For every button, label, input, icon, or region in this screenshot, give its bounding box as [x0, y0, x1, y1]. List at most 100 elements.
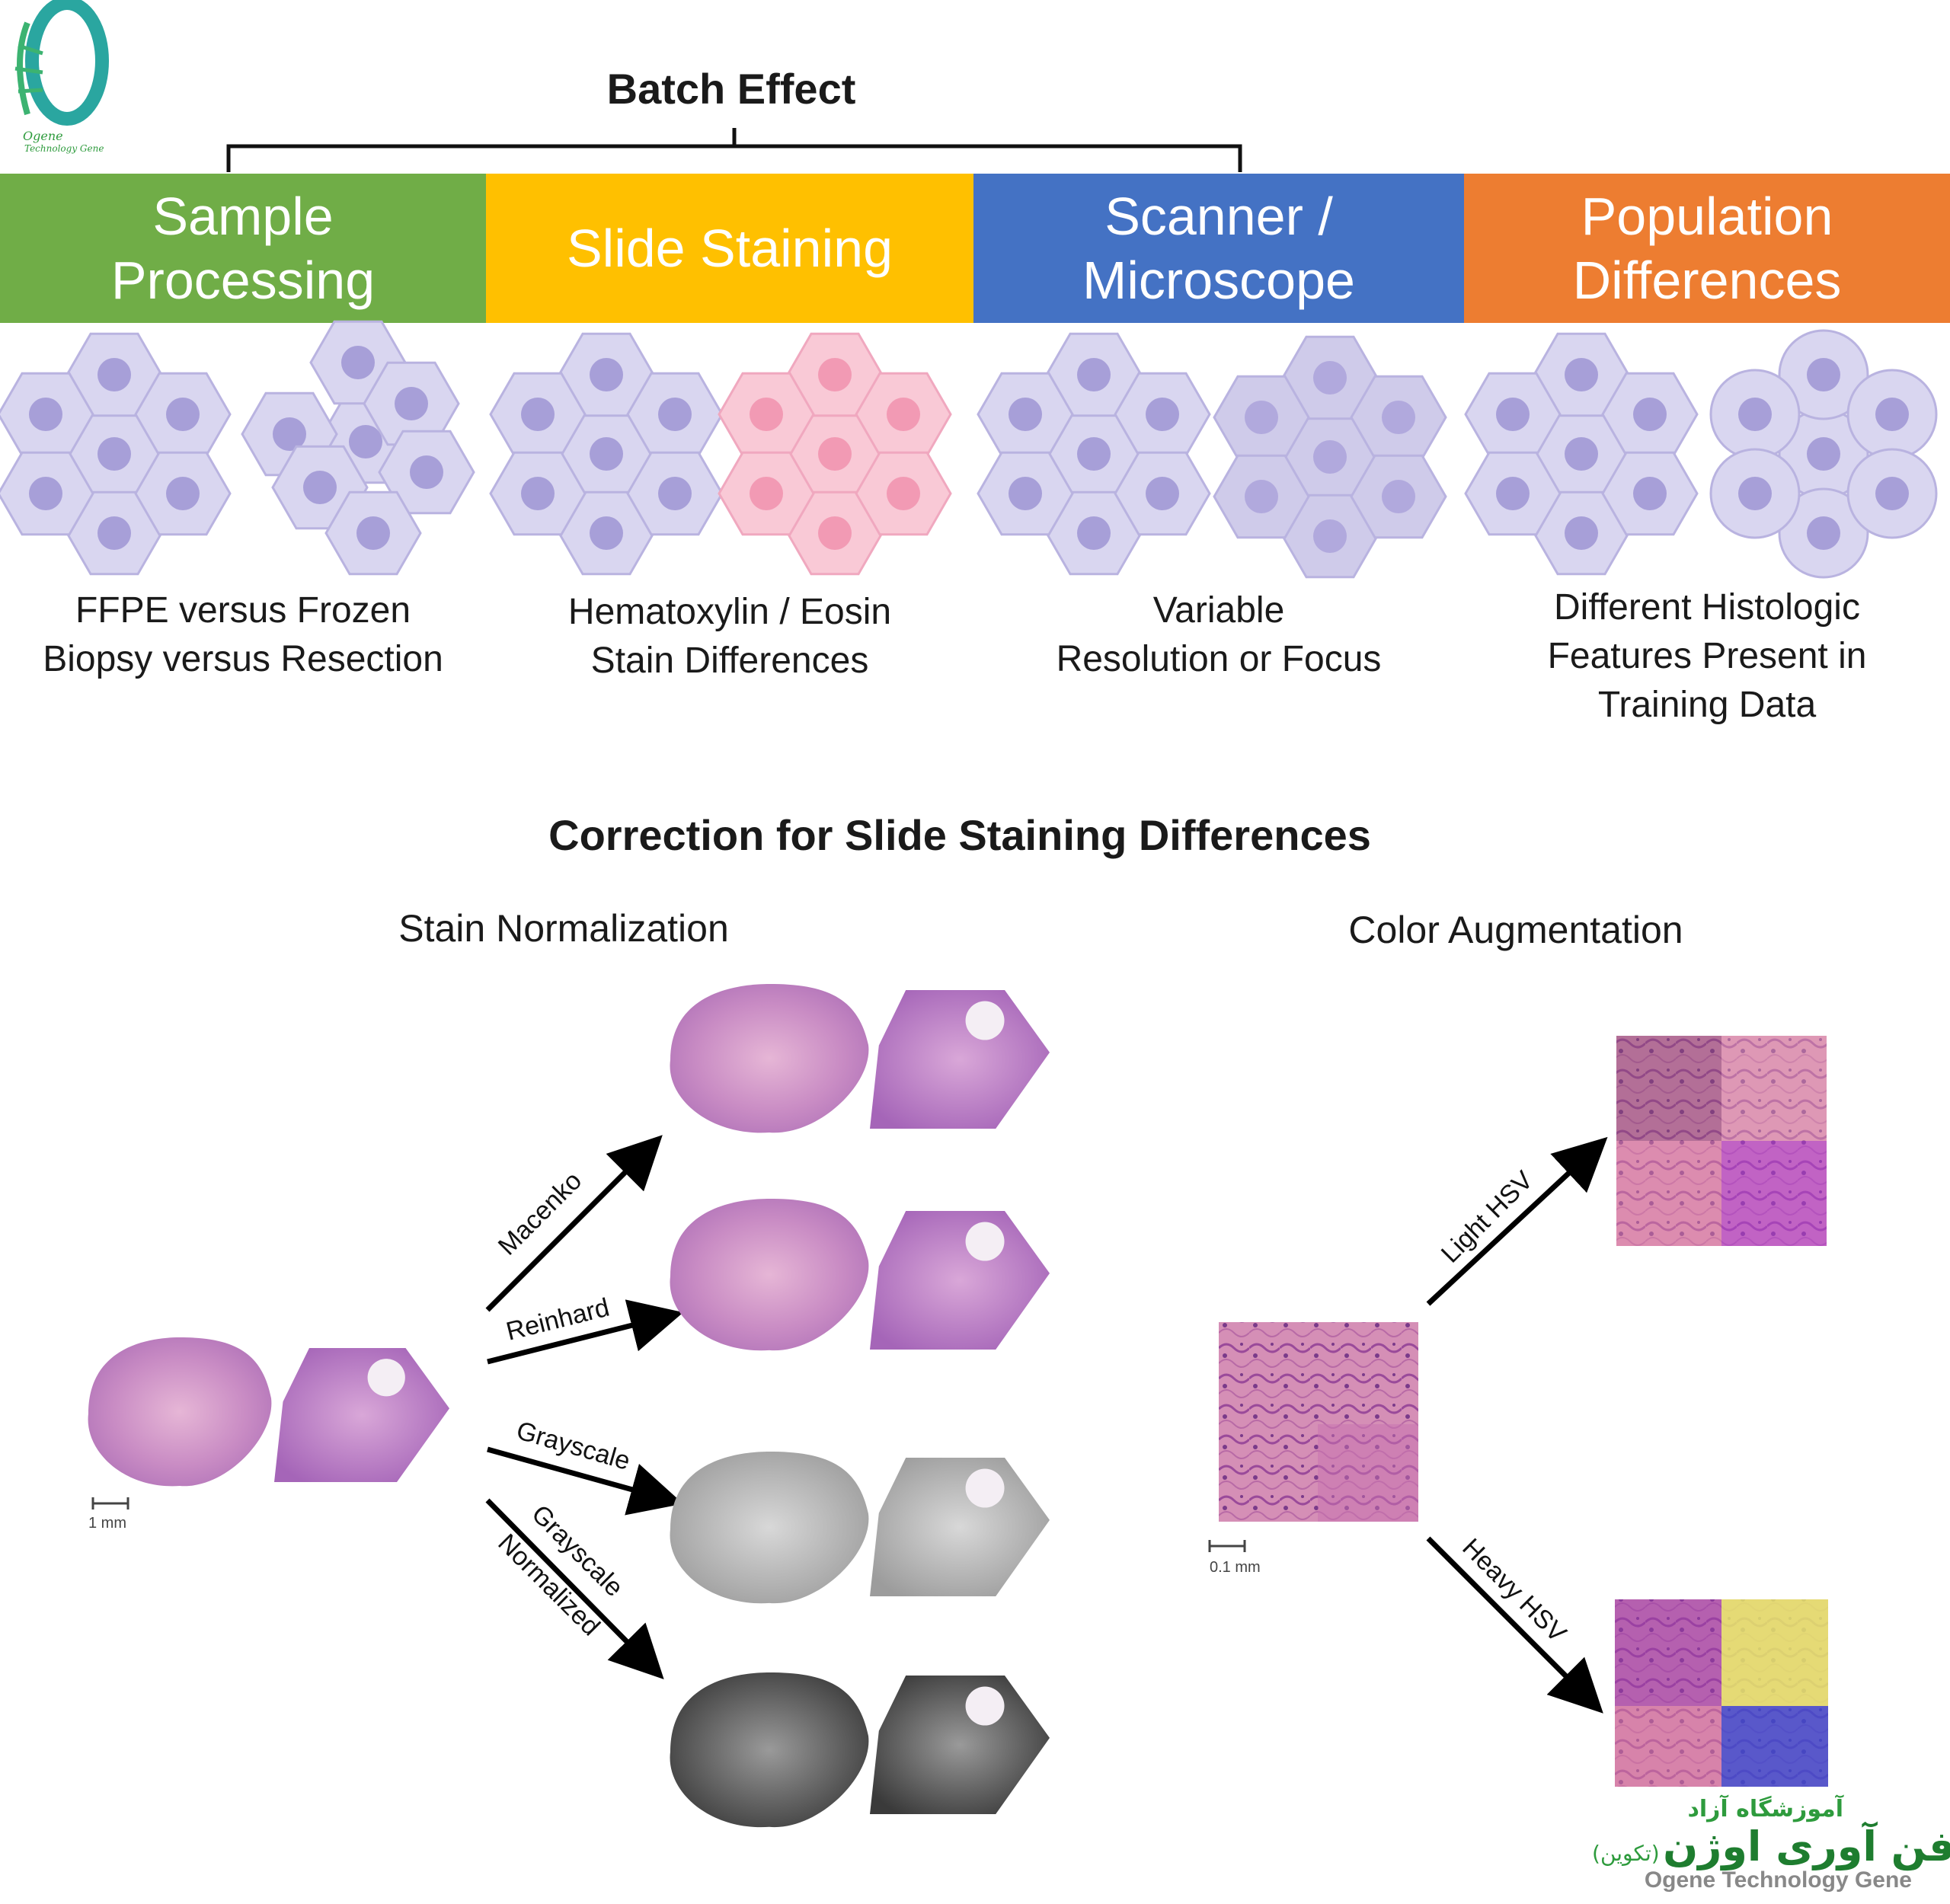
cell-nucleus [590, 516, 623, 550]
cell-nucleus [1875, 477, 1909, 510]
cell-nucleus [1382, 401, 1415, 434]
cell-nucleus [1633, 477, 1667, 510]
cell-nucleus [1565, 516, 1598, 550]
watermark-line-big: ژن فن آوری اوژن [1663, 1823, 1950, 1870]
he-patch-original [1219, 1322, 1418, 1522]
cell-nucleus [303, 471, 337, 504]
correction-title: Correction for Slide Staining Difference… [548, 811, 1371, 859]
scale-bar-stain: 1 mm [88, 1497, 129, 1532]
cell-nucleus [395, 387, 428, 420]
cell-nucleus [1313, 519, 1347, 553]
cell-nucleus [1565, 358, 1598, 391]
logo-icon [14, 0, 109, 126]
label-macenko: Macenko [493, 1166, 587, 1260]
cell-cluster-stain-b [718, 332, 952, 576]
cell-nucleus [590, 437, 623, 471]
band-population-differences: Population Differences [1464, 174, 1950, 323]
label-heavy-hsv: Heavy HSV [1456, 1533, 1571, 1648]
cell-nucleus [1077, 437, 1111, 471]
scale-bar-augmentation: 0.1 mm [1208, 1540, 1261, 1576]
cell-cluster-sample-b [241, 320, 475, 576]
caption-slide-staining: Hematoxylin / Eosin Stain Differences [567, 592, 892, 681]
cell-nucleus [1077, 358, 1111, 391]
cell-nucleus [1313, 440, 1347, 474]
logo-brand-line2: Technology Gene [24, 143, 104, 154]
cell-nucleus [1807, 358, 1840, 391]
watermark-paren: (تکوین) [1592, 1841, 1660, 1866]
cell-nucleus [1807, 437, 1840, 471]
cell-nucleus [1875, 398, 1909, 431]
cell-nucleus [818, 516, 852, 550]
cell-nucleus [1633, 398, 1667, 431]
tissue-grayscale-b [870, 1458, 1050, 1596]
cell-nucleus [818, 437, 852, 471]
cell-cluster-population-b [1709, 329, 1938, 579]
cell-nucleus [273, 417, 306, 451]
cell-nucleus [1245, 401, 1278, 434]
cell-nucleus [29, 398, 62, 431]
tissue-macenko-b [870, 990, 1050, 1129]
tissue-reinhard-b [870, 1211, 1050, 1350]
logo-brand-line1: Ogene [23, 129, 63, 143]
tissue-graynorm-b [870, 1676, 1050, 1814]
band-sample-processing: Sample Processing [0, 174, 486, 323]
scale-label-augmentation: 0.1 mm [1210, 1559, 1261, 1576]
cell-nucleus [750, 398, 783, 431]
color-augmentation-arrows [1426, 1136, 1608, 1714]
cell-nucleus [166, 398, 200, 431]
cell-nucleus [98, 437, 131, 471]
cell-nucleus [29, 477, 62, 510]
color-augmentation-title: Color Augmentation [1348, 909, 1683, 951]
tissue-reinhard-a [670, 1199, 869, 1351]
cell-nucleus [1382, 480, 1415, 513]
cell-nucleus [1245, 480, 1278, 513]
cell-cluster-scanner-a [977, 332, 1211, 576]
watermark: آموزشگاه آزاد (تکوین) ژن فن آوری اوژن Og… [1592, 1796, 1950, 1902]
cell-nucleus [750, 477, 783, 510]
cell-nucleus [658, 477, 692, 510]
cell-nucleus [1807, 516, 1840, 550]
stain-normalization-title: Stain Normalization [398, 907, 729, 950]
cell-nucleus [1565, 437, 1598, 471]
cell-nucleus [356, 516, 390, 550]
cell-nucleus [818, 358, 852, 391]
batch-effect-title: Batch Effect [606, 65, 856, 113]
band-slide-staining: Slide Staining [486, 174, 973, 323]
cell-cluster-stain-a [489, 332, 724, 576]
cell-nucleus [98, 358, 131, 391]
tissue-original-a [88, 1337, 272, 1487]
logo: Ogene Technology Gene [5, 0, 111, 160]
tissue-macenko-a [670, 984, 869, 1133]
cell-nucleus [1009, 398, 1042, 431]
cell-nucleus [349, 425, 382, 458]
caption-sample-processing: FFPE versus Frozen Biopsy versus Resecti… [43, 590, 443, 679]
cell-cluster-population-a [1464, 332, 1699, 576]
cell-nucleus [1496, 398, 1530, 431]
cell-nucleus [341, 346, 375, 379]
cell-nucleus [1146, 477, 1179, 510]
watermark-line-small: آموزشگاه آزاد [1687, 1796, 1843, 1823]
band-scanner-microscope: Scanner / Microscope [973, 174, 1464, 323]
cell-nucleus [98, 516, 131, 550]
cell-nucleus [887, 398, 920, 431]
cell-nucleus [887, 477, 920, 510]
cell-nucleus [166, 477, 200, 510]
caption-population-differences: Different Histologic Features Present in… [1547, 587, 1867, 725]
stain-normalization-arrows [485, 1135, 684, 1679]
cell-nucleus [590, 358, 623, 391]
tissue-original-b [274, 1348, 449, 1482]
cell-nucleus [410, 455, 443, 489]
he-patch-heavy-hsv [1615, 1599, 1828, 1787]
label-reinhard: Reinhard [503, 1293, 612, 1347]
cell-nucleus [1738, 398, 1772, 431]
cell-cluster-sample-a [0, 332, 232, 576]
caption-scanner-microscope: Variable Resolution or Focus [1056, 590, 1382, 679]
cell-nucleus [1738, 477, 1772, 510]
watermark-line-en: Ogene Technology Gene [1644, 1867, 1912, 1893]
cell-nucleus [1496, 477, 1530, 510]
batch-effect-bracket [226, 128, 1242, 172]
tissue-grayscale-a [670, 1452, 869, 1604]
scale-label-stain: 1 mm [88, 1515, 126, 1532]
cell-nucleus [521, 477, 555, 510]
